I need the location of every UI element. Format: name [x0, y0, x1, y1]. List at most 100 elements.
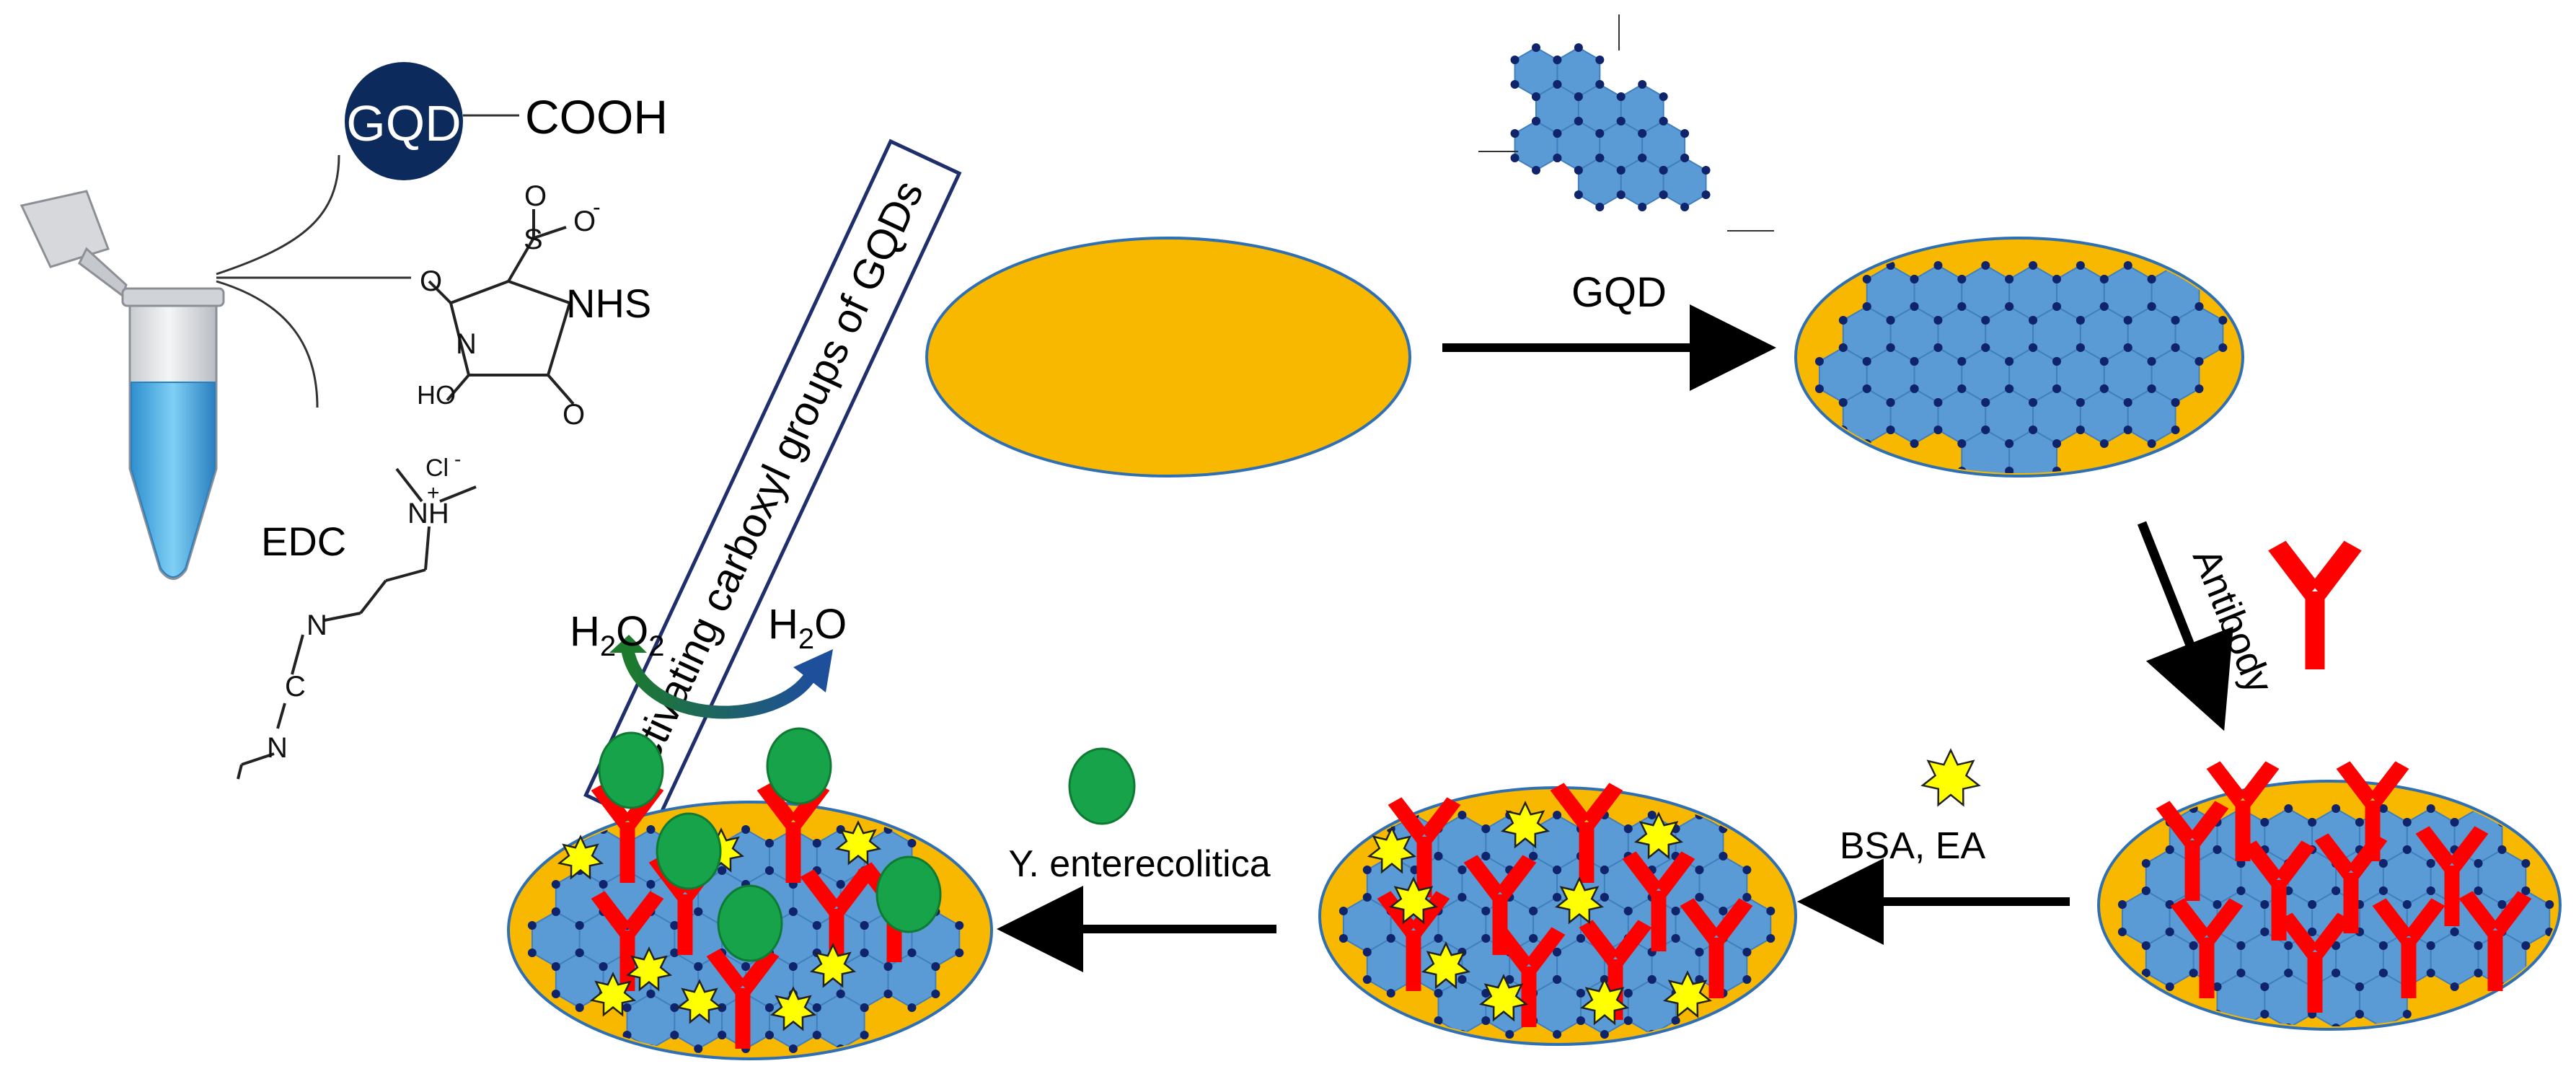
gqd-edge-dot — [551, 990, 560, 998]
gqd-edge-dot — [2378, 804, 2388, 813]
edc-atoms: Cl - NH + N C N EDC — [261, 448, 461, 764]
gqd-edge-dot — [1742, 866, 1752, 874]
gqd-edge-dot — [2099, 302, 2109, 311]
gqd-edge-dot — [670, 948, 679, 957]
gqd-edge-dot — [907, 839, 917, 848]
gqd-edge-dot — [812, 1031, 821, 1039]
gqd-edge-dot — [2005, 275, 2014, 283]
gqd-edge-dot — [788, 962, 798, 971]
gqd-edge-dot — [2029, 261, 2038, 270]
antibody-icon — [1680, 898, 1753, 998]
gqd-edge-dot — [2260, 1010, 2270, 1018]
gqd-edge-dot — [2123, 398, 2132, 407]
gqd-edge-dot — [2426, 941, 2435, 950]
gqd-edge-dot — [1600, 866, 1609, 874]
gqd-edge-dot — [575, 1003, 584, 1012]
gqd-edge-dot — [1933, 426, 1943, 434]
gqd-edge-dot — [1576, 989, 1585, 998]
gqd-edge-dot — [2147, 439, 2156, 448]
edc-atom-cl: Cl — [425, 454, 449, 482]
gqd-edge-dot — [1886, 426, 1895, 434]
gqd-edge-dot — [1742, 948, 1752, 956]
nhs-atom-o-right: O — [573, 206, 596, 237]
gqd-edge-dot — [718, 866, 727, 875]
gqd-edge-dot — [1623, 824, 1633, 833]
gqd-edge-dot — [1647, 975, 1657, 984]
gqd-edge-dot — [1862, 302, 1871, 311]
gqd-edge-dot — [2165, 982, 2174, 991]
gqd-edge-dot — [1481, 934, 1491, 943]
gqd-edge-dot — [2284, 941, 2293, 950]
gqd-edge-dot — [1981, 316, 1990, 325]
gqd-edge-dot — [2052, 357, 2061, 366]
bsa-star-icon — [1633, 811, 1684, 860]
gqd-edge-dot — [2195, 357, 2204, 366]
gqd-edge-dot — [1671, 907, 1680, 915]
bsa-star-icon — [1579, 977, 1630, 1026]
gqd-edge-dot — [1457, 866, 1467, 874]
gqd-edge-dot — [2123, 343, 2132, 352]
gqd-edge-dot — [2426, 969, 2435, 977]
gqd-edge-dot — [1719, 907, 1728, 915]
edc-plus: + — [427, 481, 440, 505]
gqd-edge-dot — [2260, 900, 2270, 909]
gqd-edge-dot — [2117, 928, 2127, 936]
gqd-edge-dot — [2171, 426, 2180, 434]
edc-atom-n2: N — [267, 732, 288, 764]
gqd-edge-dot — [2029, 316, 2038, 325]
gqd-edge-dot — [2402, 818, 2412, 827]
gqd-edge-dot — [2076, 398, 2085, 407]
gqd-edge-dot — [883, 990, 893, 998]
gqd-edge-dot — [2213, 982, 2222, 991]
h2o2-reaction: H2O2 H2O — [570, 601, 847, 719]
gqd-edge-dot — [2076, 343, 2085, 352]
gqd-edge-dot — [812, 839, 821, 848]
gqd-edge-dot — [551, 907, 560, 916]
gqd-edge-dot — [1434, 852, 1443, 860]
gqd-edge-dot — [2076, 261, 2085, 270]
gqd-edge-dot — [2117, 900, 2127, 909]
gqd-edge-dot — [2005, 439, 2014, 448]
gqd-edge-dot — [1457, 975, 1467, 984]
gqd-edge-dot — [2213, 900, 2222, 909]
bacteria-icon — [717, 884, 783, 962]
antibody-icon — [1377, 891, 1450, 991]
gqd-hex-lattice — [1814, 261, 2228, 489]
bsa-star-icon — [1388, 876, 1439, 925]
gqd-edge-dot — [2332, 969, 2341, 977]
gqd-edge-dot — [1957, 302, 1967, 311]
bsa-star-icon — [769, 986, 817, 1031]
gqd-edge-dot — [2450, 928, 2459, 936]
gqd-edge-dot — [2171, 316, 2180, 325]
gqd-edge-dot — [2171, 398, 2180, 407]
gqd-edge-dot — [2521, 859, 2531, 868]
bare-gold-electrode — [925, 237, 1411, 477]
gqd-edge-dot — [788, 907, 798, 916]
gqd-edge-dot — [2378, 969, 2388, 977]
gqd-edge-dot — [2189, 969, 2198, 977]
gqd-edge-dot — [2378, 859, 2388, 868]
gqd-edge-dot — [1766, 934, 1776, 943]
gqd-edge-dot — [2165, 928, 2174, 936]
gqd-edge-dot — [2141, 859, 2151, 868]
gqd-edge-dot — [599, 962, 608, 971]
nhs-atom-n: N — [456, 328, 477, 360]
gqd-edge-dot — [2332, 886, 2341, 895]
gqd-edge-dot — [1386, 934, 1395, 943]
gqd-edge-dot — [2029, 480, 2037, 489]
blocking-step-label: BSA, EA — [1840, 825, 1986, 867]
gqd-edge-dot — [1505, 975, 1514, 984]
gqd-edge-dot — [2284, 969, 2293, 977]
gqd-edge-dot — [1671, 1016, 1680, 1025]
gqd-edge-dot — [1981, 426, 1990, 434]
gqd-edge-dot — [2218, 316, 2228, 325]
gqd-edge-dot — [2213, 845, 2222, 854]
bacteria-icon — [875, 855, 942, 933]
bsa-star-icon — [1478, 974, 1529, 1022]
reaction-arc-arrowhead — [793, 649, 833, 692]
gqd-edge-dot — [2005, 467, 2014, 473]
bsa-star-icon — [834, 820, 882, 866]
gqd-edge-dot — [2521, 941, 2531, 950]
gqd-edge-dot — [1576, 934, 1585, 943]
gqd-badge: GQD COOH — [345, 62, 668, 180]
